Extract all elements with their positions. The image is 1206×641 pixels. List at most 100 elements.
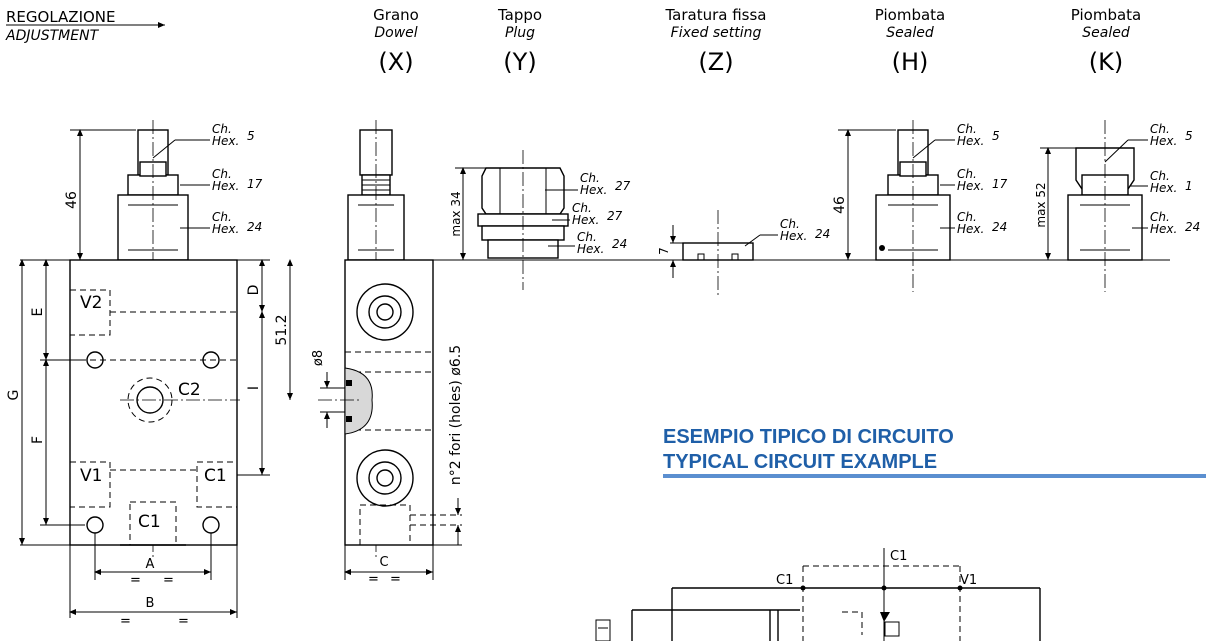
svg-text:Ch.: Ch. <box>1150 122 1170 136</box>
dim-c: C <box>379 555 388 570</box>
svg-text:=: = <box>120 614 131 629</box>
hex-y-low: 24 <box>612 237 627 251</box>
svg-text:Ch.: Ch. <box>577 230 597 244</box>
svg-text:=: = <box>178 614 189 629</box>
dim-b: B <box>146 596 155 611</box>
variant-x-code: (X) <box>378 48 413 76</box>
svg-text:Hex.: Hex. <box>212 222 239 236</box>
variant-x-it: Grano <box>373 6 419 24</box>
hex-h-mid: 17 <box>992 177 1008 191</box>
circuit-title-it: ESEMPIO TIPICO DI CIRCUITO <box>663 426 954 448</box>
circuit-c1-top: C1 <box>890 549 907 564</box>
variant-y-plug: max 34 Ch. Hex. 27 Ch. Hex. 27 Ch. Hex. … <box>449 150 631 290</box>
svg-text:Hex.: Hex. <box>957 134 984 148</box>
variant-header-y: Tappo Plug (Y) <box>497 6 542 76</box>
hex-x-low: 24 <box>247 220 262 234</box>
hex-x-top: 5 <box>247 129 255 143</box>
svg-text:Ch.: Ch. <box>780 217 800 231</box>
port-v1: V1 <box>80 466 102 486</box>
front-view: V2 C2 V1 C1 C1 46 Ch. Hex. 5 Ch. H <box>6 120 293 629</box>
adjustment-label-en: ADJUSTMENT <box>5 28 100 44</box>
svg-text:Ch.: Ch. <box>580 171 600 185</box>
variant-h-code: (H) <box>892 48 929 76</box>
dim-d: D <box>246 285 262 296</box>
variant-header-x: Grano Dowel (X) <box>373 6 419 76</box>
hex-k-top: 5 <box>1185 129 1193 143</box>
svg-text:Ch.: Ch. <box>957 167 977 181</box>
variant-k-it: Piombata <box>1071 6 1141 24</box>
hex-k-low: 24 <box>1185 220 1200 234</box>
dim-7: 7 <box>657 247 671 255</box>
svg-text:Hex.: Hex. <box>572 213 599 227</box>
svg-text:Hex.: Hex. <box>580 183 607 197</box>
hex-h-low: 24 <box>992 220 1007 234</box>
svg-text:Ch.: Ch. <box>572 201 592 215</box>
svg-text:Ch.: Ch. <box>957 210 977 224</box>
svg-text:Hex.: Hex. <box>1150 134 1177 148</box>
hex-y-top: 27 <box>615 179 631 193</box>
dim-holes: n°2 fori (holes) ø6.5 <box>448 345 464 485</box>
dim-a: A <box>146 557 155 572</box>
dim-i: I <box>246 386 262 390</box>
hex-z: 24 <box>815 227 830 241</box>
hex-h-top: 5 <box>992 129 1000 143</box>
dim-e: E <box>30 308 46 317</box>
svg-text:Hex.: Hex. <box>780 229 807 243</box>
svg-text:Hex.: Hex. <box>1150 222 1177 236</box>
side-view: ø8 n°2 fori (holes) ø6.5 C = = <box>311 120 464 587</box>
svg-text:Hex.: Hex. <box>957 222 984 236</box>
svg-text:Hex.: Hex. <box>212 179 239 193</box>
svg-text:Hex.: Hex. <box>577 242 604 256</box>
circuit-title-rule <box>663 474 1206 478</box>
variant-k-en: Sealed <box>1082 25 1130 41</box>
variant-header-h: Piombata Sealed (H) <box>875 6 945 76</box>
variant-header-z: Taratura fissa Fixed setting (Z) <box>664 6 766 76</box>
svg-text:Ch.: Ch. <box>1150 169 1170 183</box>
port-c2: C2 <box>178 380 201 400</box>
svg-text:Ch.: Ch. <box>212 122 232 136</box>
dim-max52: max 52 <box>1034 182 1048 227</box>
circuit-title-en: TYPICAL CIRCUIT EXAMPLE <box>663 451 937 473</box>
svg-text:=: = <box>390 572 401 587</box>
variant-z-code: (Z) <box>698 48 733 76</box>
circuit-v1: V1 <box>960 573 977 588</box>
variant-k-sealed: max 52 Ch. Hex. 5 Ch. Hex. 1 Ch. Hex. 24 <box>1034 120 1200 292</box>
variant-y-en: Plug <box>505 25 535 41</box>
variant-y-it: Tappo <box>497 6 542 24</box>
svg-text:Hex.: Hex. <box>957 179 984 193</box>
svg-text:=: = <box>163 573 174 588</box>
circuit-example: ESEMPIO TIPICO DI CIRCUITO TYPICAL CIRCU… <box>595 426 1206 641</box>
dim-max34: max 34 <box>449 191 463 236</box>
dim-46: 46 <box>64 191 80 209</box>
port-c1-bottom: C1 <box>138 512 161 532</box>
variant-h-sealed: 46 Ch. Hex. 5 Ch. Hex. 17 Ch. Hex. 24 <box>832 120 1008 292</box>
svg-text:=: = <box>130 573 141 588</box>
variant-y-code: (Y) <box>503 48 536 76</box>
dim-g: G <box>6 390 22 401</box>
dim-46-h: 46 <box>832 196 848 214</box>
dim-phi8: ø8 <box>311 350 326 366</box>
variant-z-it: Taratura fissa <box>664 6 766 24</box>
svg-text:Ch.: Ch. <box>212 167 232 181</box>
port-c1-right: C1 <box>204 466 227 486</box>
adjustment-label-it: REGOLAZIONE <box>6 8 116 26</box>
hex-k-mid: 1 <box>1185 179 1193 193</box>
variant-h-en: Sealed <box>886 25 934 41</box>
svg-text:Ch.: Ch. <box>957 122 977 136</box>
variant-x-en: Dowel <box>374 25 417 41</box>
variant-z-fixed: 7 Ch. Hex. 24 <box>657 210 830 295</box>
port-v2: V2 <box>80 293 102 313</box>
dim-51-2: 51.2 <box>274 314 290 345</box>
svg-text:Hex.: Hex. <box>212 134 239 148</box>
svg-text:=: = <box>368 572 379 587</box>
hex-y-mid: 27 <box>607 209 623 223</box>
svg-text:Ch.: Ch. <box>1150 210 1170 224</box>
variant-k-code: (K) <box>1089 48 1123 76</box>
svg-text:Hex.: Hex. <box>1150 181 1177 195</box>
svg-text:Ch.: Ch. <box>212 210 232 224</box>
variant-z-en: Fixed setting <box>671 25 762 41</box>
hex-x-mid: 17 <box>247 177 263 191</box>
variant-h-it: Piombata <box>875 6 945 24</box>
dim-f: F <box>30 436 46 444</box>
